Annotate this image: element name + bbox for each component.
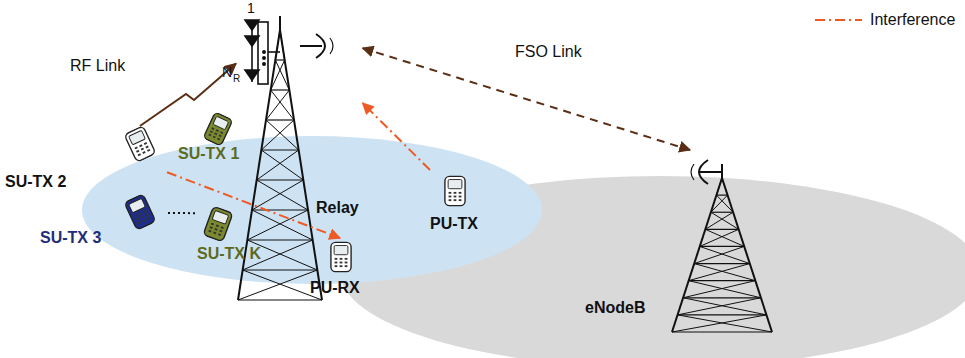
device-node: SU-TX 3 [38, 192, 168, 250]
legend-text: Interference [870, 10, 955, 30]
connector [363, 48, 690, 150]
pu-rx-phone [331, 242, 351, 271]
device-label: Relay [316, 198, 359, 218]
su-tx-1-phone [203, 112, 233, 146]
fso-dish [300, 34, 722, 184]
connector [140, 64, 236, 126]
device-node: SU-TX 2 [2, 126, 167, 194]
device-node: SU-TX 1 [175, 112, 263, 166]
antenna-label: R [233, 73, 240, 85]
pu-tx-phone [445, 176, 465, 205]
device-node: PU-TX [430, 170, 502, 236]
link-label: RF Link [70, 56, 125, 76]
device-node: SU-TX K [195, 206, 285, 266]
antenna-array [245, 20, 280, 84]
link-label: FSO Link [515, 42, 582, 62]
su-tx-3-phone [124, 194, 155, 230]
connector [167, 172, 340, 238]
legend-line-sample [815, 19, 862, 21]
device-node: eNodeB [580, 150, 780, 330]
relay-coverage [82, 136, 542, 284]
connector [168, 212, 195, 214]
device-node: PU-RX [305, 238, 375, 300]
antenna-label: 1 [247, 0, 255, 16]
device-label: eNodeB [585, 298, 645, 318]
device-label: SU-TX 1 [178, 144, 239, 164]
su-tx-2-phone [124, 126, 155, 162]
connector [363, 103, 430, 170]
device-label: SU-TX 2 [5, 172, 66, 192]
device-label: PU-RX [310, 278, 360, 298]
device-label: PU-TX [430, 214, 478, 234]
antenna-label: N [222, 64, 232, 80]
su-tx-k-phone [203, 206, 233, 241]
towers [238, 16, 772, 332]
device-label: SU-TX 3 [40, 228, 101, 248]
device-label: SU-TX K [197, 244, 261, 264]
device-node: Relay [236, 2, 363, 222]
